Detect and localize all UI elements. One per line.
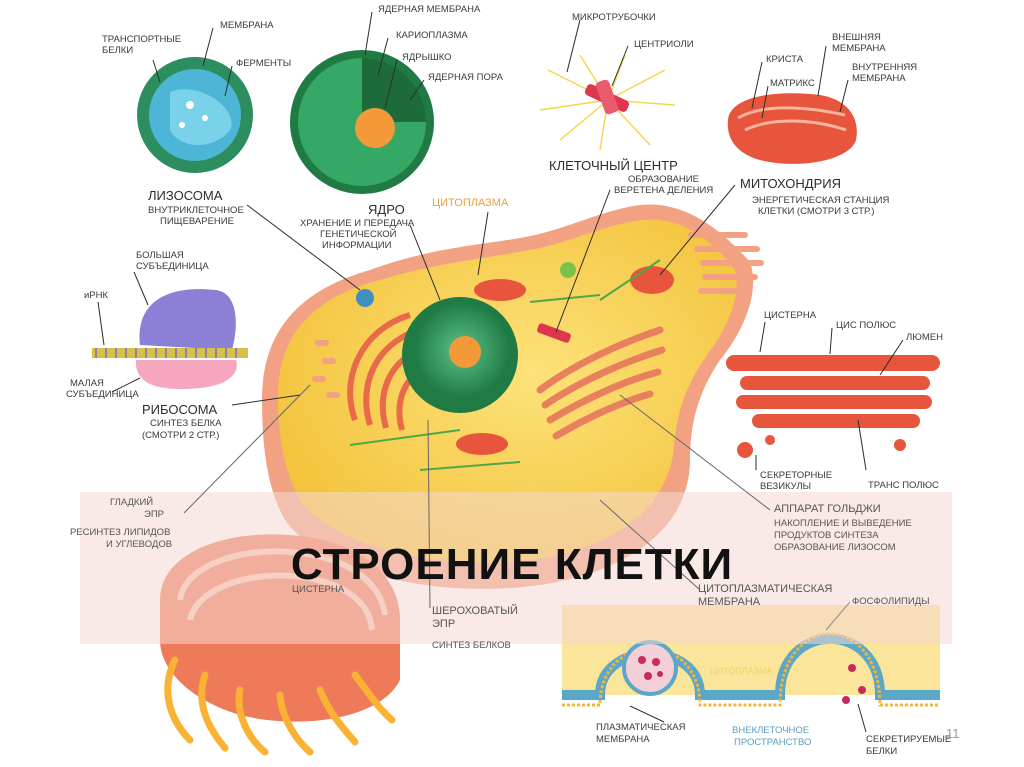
- lysosome-figure: [137, 57, 253, 173]
- label-cisterna: ЦИСТЕРНА: [764, 310, 817, 321]
- golgi-figure: [726, 355, 940, 458]
- label-nucleolus: ЯДРЫШКО: [402, 52, 452, 63]
- label-lysosome-title: ЛИЗОСОМА: [148, 188, 223, 203]
- page-number: 11: [946, 726, 960, 741]
- label-transport-proteins-1: ТРАНСПОРТНЫЕ: [102, 34, 181, 45]
- mitochondrion-figure: [727, 93, 857, 164]
- label-large-subunit-1: БОЛЬШАЯ: [136, 250, 184, 261]
- label-outer-membrane-2: МЕМБРАНА: [832, 43, 886, 54]
- label-cis-pole: ЦИС ПОЛЮС: [836, 320, 896, 331]
- label-mito-desc-2: КЛЕТКИ (СМОТРИ 3 СТР.): [758, 206, 874, 217]
- label-mito-desc-1: ЭНЕРГЕТИЧЕСКАЯ СТАНЦИЯ: [752, 195, 889, 206]
- label-extracellular-space-1: ВНЕКЛЕТОЧНОЕ: [732, 725, 809, 736]
- label-inner-membrane-1: ВНУТРЕННЯЯ: [852, 62, 917, 73]
- cell-center-figure: [539, 54, 676, 151]
- mitochondrion-in-cell-2: [630, 266, 674, 294]
- slide-title: СТРОЕНИЕ КЛЕТКИ: [290, 540, 734, 589]
- label-matrix: МАТРИКС: [770, 78, 815, 89]
- smooth-er-in-cell: [312, 340, 340, 398]
- label-karyoplasm: КАРИОПЛАЗМА: [396, 30, 468, 41]
- centriole-in-cell: [537, 323, 571, 343]
- label-membrane: МЕМБРАНА: [220, 20, 274, 31]
- label-plasma-membrane-1: ПЛАЗМАТИЧЕСКАЯ: [596, 722, 686, 733]
- label-crista: КРИСТА: [766, 54, 804, 65]
- label-plasma-membrane-2: МЕМБРАНА: [596, 734, 650, 745]
- label-large-subunit-2: СУБЪЕДИНИЦА: [136, 261, 209, 272]
- label-ribosome-desc-1: СИНТЕЗ БЕЛКА: [150, 418, 222, 429]
- nucleus-figure: [290, 50, 434, 194]
- label-enzymes: ФЕРМЕНТЫ: [236, 58, 291, 69]
- nucleus-in-cell: [402, 297, 518, 413]
- label-membrane-cytoplasm: ЦИТОПЛАЗМА: [710, 666, 772, 676]
- label-inner-membrane-2: МЕМБРАНА: [852, 73, 906, 84]
- label-nucleus-desc-3: ИНФОРМАЦИИ: [322, 240, 392, 251]
- vesicle-in-cell: [560, 262, 576, 278]
- label-nucleus-desc-2: ГЕНЕТИЧЕСКОЙ: [320, 228, 397, 240]
- label-cytoplasm: ЦИТОПЛАЗМА: [432, 197, 509, 209]
- label-lysosome-desc-2: ПИЩЕВАРЕНИЕ: [160, 216, 234, 227]
- label-nuclear-pore: ЯДЕРНАЯ ПОРА: [428, 72, 504, 83]
- ribosome-figure: [92, 289, 248, 390]
- cytoskeleton: [349, 259, 661, 471]
- label-extracellular-space-2: ПРОСТРАНСТВО: [734, 737, 811, 748]
- title-banner: [80, 492, 952, 644]
- label-trans-pole: ТРАНС ПОЛЮС: [868, 480, 939, 491]
- label-ribosome-title: РИБОСОМА: [142, 402, 218, 417]
- label-secreted-proteins-1: СЕКРЕТИРУЕМЫЕ: [866, 734, 951, 745]
- mitochondrion-in-cell-3: [456, 433, 508, 455]
- lysosome-labels: ТРАНСПОРТНЫЕ БЕЛКИ МЕМБРАНА ФЕРМЕНТЫ ЛИЗ…: [102, 20, 291, 227]
- label-outer-membrane-1: ВНЕШНЯЯ: [832, 32, 881, 43]
- label-ribosome-desc-2: (СМОТРИ 2 СТР.): [142, 430, 219, 441]
- label-cell-center-desc-2: ВЕРЕТЕНА ДЕЛЕНИЯ: [614, 185, 713, 196]
- label-secretory-vesicles-1: СЕКРЕТОРНЫЕ: [760, 470, 832, 481]
- label-lumen: ЛЮМЕН: [906, 332, 943, 343]
- nucleus-labels: ЯДЕРНАЯ МЕМБРАНА КАРИОПЛАЗМА ЯДРЫШКО ЯДЕ…: [246, 4, 504, 301]
- lysosome-in-cell: [356, 289, 374, 307]
- label-nuclear-membrane: ЯДЕРНАЯ МЕМБРАНА: [378, 4, 481, 15]
- label-centrioles: ЦЕНТРИОЛИ: [634, 39, 694, 50]
- label-nucleus-desc-1: ХРАНЕНИЕ И ПЕРЕДАЧА: [300, 218, 415, 229]
- label-cell-center-desc-1: ОБРАЗОВАНИЕ: [628, 174, 699, 185]
- label-nucleus-title: ЯДРО: [368, 202, 405, 217]
- label-secreted-proteins-2: БЕЛКИ: [866, 746, 897, 757]
- label-lysosome-desc-1: ВНУТРИКЛЕТОЧНОЕ: [148, 205, 244, 216]
- label-cell-center: КЛЕТОЧНЫЙ ЦЕНТР: [549, 158, 678, 173]
- label-mrna: иРНК: [84, 290, 109, 301]
- label-microtubules: МИКРОТРУБОЧКИ: [572, 12, 656, 23]
- label-small-subunit-2: СУБЪЕДИНИЦА: [66, 389, 139, 400]
- microvilli: [688, 232, 764, 294]
- label-secretory-vesicles-2: ВЕЗИКУЛЫ: [760, 481, 811, 492]
- mitochondrion-in-cell-1: [474, 279, 526, 301]
- mitochondrion-labels: КРИСТА МАТРИКС ВНЕШНЯЯ МЕМБРАНА ВНУТРЕНН…: [659, 32, 917, 276]
- label-transport-proteins-2: БЕЛКИ: [102, 45, 133, 56]
- label-small-subunit-1: МАЛАЯ: [70, 378, 104, 389]
- label-mito-title: МИТОХОНДРИЯ: [740, 176, 841, 191]
- cell-center-labels: МИКРОТРУБОЧКИ ЦЕНТРИОЛИ КЛЕТОЧНЫЙ ЦЕНТР …: [549, 12, 713, 333]
